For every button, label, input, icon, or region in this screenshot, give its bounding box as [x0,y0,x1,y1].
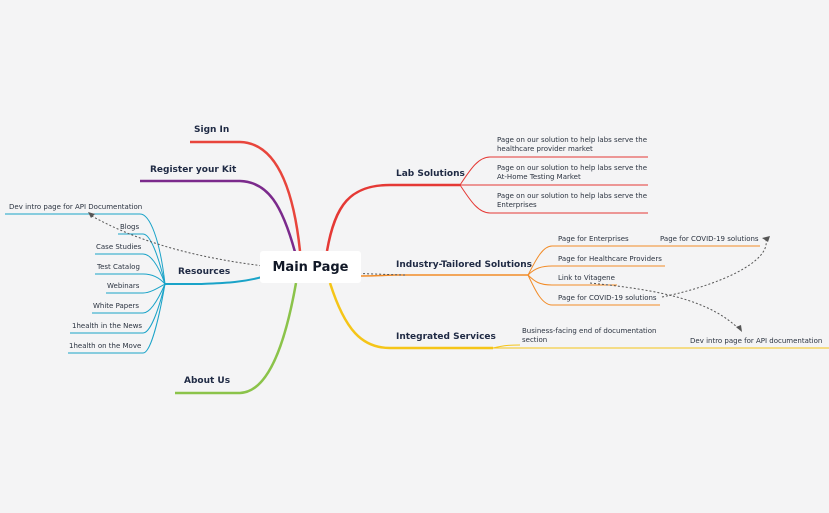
resource-item-on-the-move[interactable]: 1health on the Move [69,342,142,350]
branch-lab-solutions[interactable]: Lab Solutions [396,169,465,179]
connector-resources-webinars [106,283,166,294]
industry-item-enterprises-covid[interactable]: Page for COVID-19 solutions [660,235,759,243]
branch-integrated-services[interactable]: Integrated Services [396,332,496,342]
connector-resources-catalog [95,273,166,285]
lab-item-at-home[interactable]: Page on our solution to help labs serve … [497,164,648,181]
industry-item-enterprises[interactable]: Page for Enterprises [558,235,629,243]
branch-industry-tailored[interactable]: Industry-Tailored Solutions [396,260,532,270]
connector-lab-enterprises [459,184,648,214]
connector-resources-blogs [118,233,166,285]
resource-item-test-catalog[interactable]: Test Catalog [97,263,140,271]
integrated-item-business[interactable]: Business-facing end of documentation sec… [522,327,657,344]
relation-arrowhead-api [88,212,95,218]
industry-item-covid[interactable]: Page for COVID-19 solutions [558,294,657,302]
connector-sign-in [190,140,302,252]
branch-sign-in[interactable]: Sign In [194,125,230,135]
industry-item-vitagene[interactable]: Link to Vitagene [558,274,615,282]
resource-item-webinars[interactable]: Webinars [107,282,140,290]
connector-industry-covid [527,274,660,306]
resource-item-blogs[interactable]: Blogs [120,223,140,231]
connector-about [175,282,298,395]
resource-item-news[interactable]: 1health in the News [72,322,143,330]
lab-item-enterprises[interactable]: Page on our solution to help labs serve … [497,192,648,209]
central-topic[interactable]: Main Page [260,251,361,283]
branch-about-us[interactable]: About Us [184,376,231,386]
relation-vitagene-to-dev [589,282,741,331]
resource-item-api[interactable]: Dev intro page for API Documentation [9,203,143,211]
branch-resources[interactable]: Resources [178,267,231,277]
relation-covid-to-covid [661,239,767,298]
connector-industry-enterprises [527,245,655,276]
connector-lab [325,183,460,252]
lab-item-healthcare-provider[interactable]: Page on our solution to help labs serve … [497,136,648,153]
relation-arrowhead-dev [736,325,742,332]
connector-integrated [328,282,493,350]
resource-item-case-studies[interactable]: Case Studies [96,243,142,251]
connector-resources-news [70,283,166,334]
connector-industry-healthcare [527,265,665,276]
relation-arrowhead-covid [762,236,770,242]
connector-resources [165,276,263,285]
connector-integrated-business [492,344,521,349]
branch-register-kit[interactable]: Register your Kit [150,165,237,175]
connector-resources-whitepapers [92,283,166,314]
connector-resources-case [95,253,166,285]
connector-lab-provider [459,156,648,186]
connector-industry-vitagene [527,274,617,286]
connector-resources-api [5,213,166,285]
connector-industry [360,274,528,277]
connector-resources-move [68,283,166,354]
connector-register [140,179,297,253]
industry-item-healthcare[interactable]: Page for Healthcare Providers [558,255,662,263]
resource-item-white-papers[interactable]: White Papers [93,302,140,310]
integrated-item-dev-intro[interactable]: Dev intro page for API documentation [690,337,823,345]
